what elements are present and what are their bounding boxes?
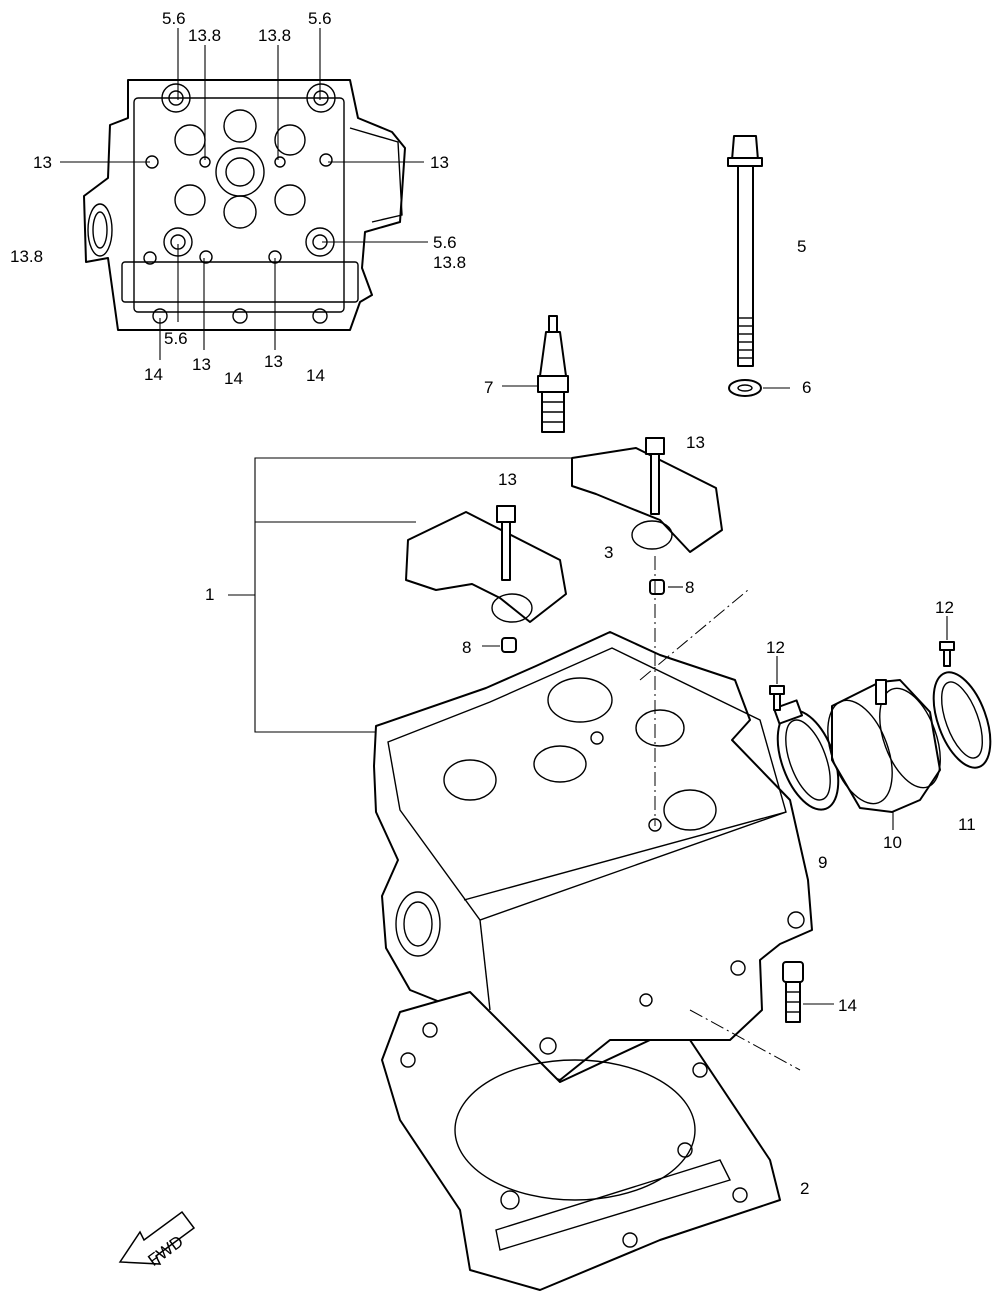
camshaft-cap-rear: [571, 437, 723, 553]
callout-12: 12: [935, 598, 954, 617]
callout-13: 13: [686, 433, 705, 452]
callout-7: 7: [484, 378, 493, 397]
callout-11: 11: [958, 815, 976, 834]
fwd-arrow-icon: [118, 1210, 196, 1265]
callout-5: 5: [797, 237, 806, 256]
spark-plug: [537, 315, 569, 433]
callout-10: 10: [883, 833, 902, 852]
torque-value-label: 5.6: [308, 9, 332, 28]
callout-1: 1: [205, 585, 214, 604]
head-gasket: [381, 991, 781, 1291]
dowel-pin: [501, 579, 665, 653]
stud-callout-label: 14: [144, 365, 163, 384]
torque-value-label: 13.8: [188, 26, 221, 45]
callout-6: 6: [802, 378, 811, 397]
long-bolt: [727, 135, 763, 367]
callout-9: 9: [818, 853, 827, 872]
washer: [728, 379, 762, 397]
torque-value-label: 13.8: [433, 253, 466, 272]
bolt-callout-label: 13: [192, 355, 211, 374]
bolt-callout-label: 13: [33, 153, 52, 172]
callout-8: 8: [685, 578, 694, 597]
clamp-screw: [769, 641, 955, 711]
torque-value-label: 5.6: [433, 233, 457, 252]
callout-8: 8: [462, 638, 471, 657]
callout-3: 3: [604, 543, 613, 562]
torque-value-label: 13.8: [258, 26, 291, 45]
stud-callout-label: 14: [224, 369, 243, 388]
cylinder-head: [373, 631, 813, 1081]
callout-2: 2: [800, 1179, 809, 1198]
torque-value-label: 13.8: [10, 247, 43, 266]
intake-pipe: [827, 679, 941, 813]
cylinder-head-top-view: [60, 28, 428, 360]
camshaft-cap-front: [405, 505, 567, 623]
intake-clamp-outer: [932, 671, 992, 769]
callout-14: 14: [838, 996, 857, 1015]
bolt-callout-label: 13: [430, 153, 449, 172]
bolt-callout-label: 13: [264, 352, 283, 371]
callout-13: 13: [498, 470, 517, 489]
torque-value-label: 5.6: [162, 9, 186, 28]
stud-bolt: [782, 961, 804, 1023]
stud-callout-label: 14: [306, 366, 325, 385]
torque-value-label: 5.6: [164, 329, 188, 348]
callout-12: 12: [766, 638, 785, 657]
